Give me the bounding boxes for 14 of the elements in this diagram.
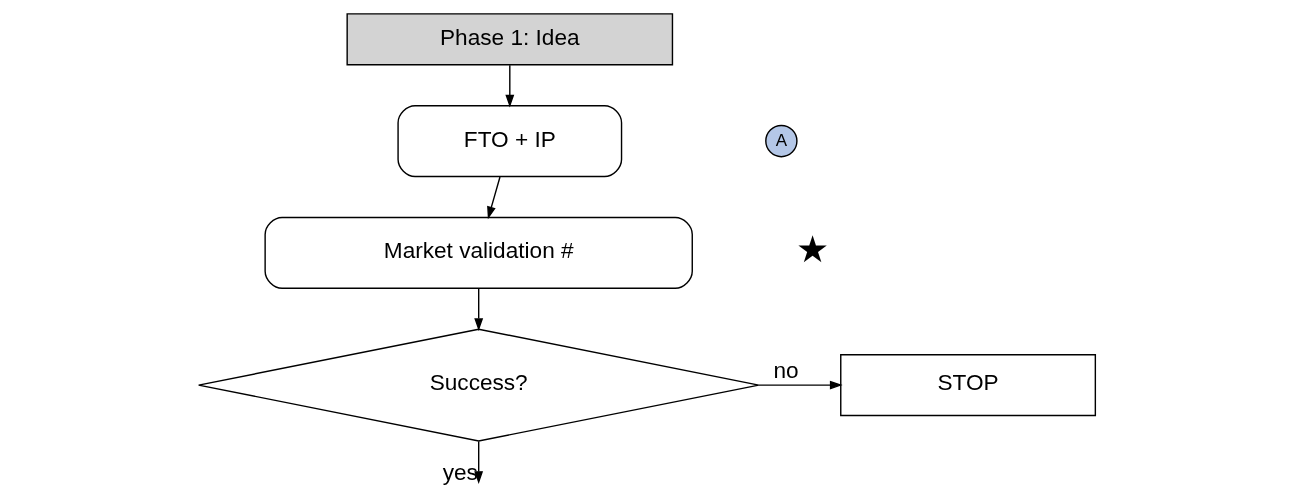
label: ★: [795, 228, 829, 270]
edge-label: yes: [442, 459, 478, 485]
arrow: [505, 64, 515, 108]
arrow: [758, 380, 843, 390]
node-box: Phase 1: Idea: [346, 13, 674, 66]
node-box: STOP: [840, 354, 1097, 417]
node-circle: A: [765, 124, 798, 158]
arrow: [474, 287, 484, 332]
node-diamond: Success?: [197, 328, 760, 442]
node-box: Market validation #: [264, 216, 693, 289]
arrow: [487, 176, 501, 220]
node-box: FTO + IP: [397, 105, 623, 178]
arrow: [474, 440, 484, 484]
edge-label: no: [773, 357, 799, 383]
